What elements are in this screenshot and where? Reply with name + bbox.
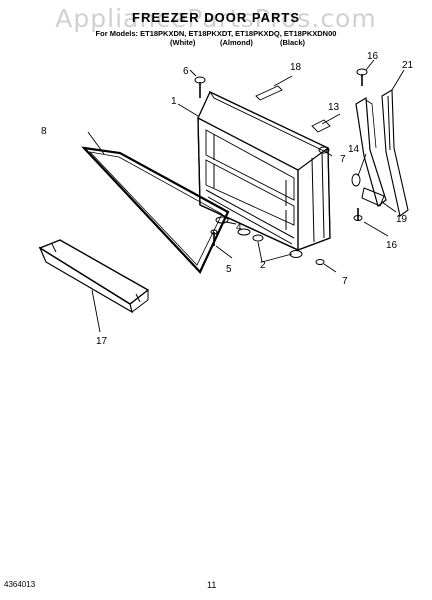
callout-19: 19 [396, 214, 408, 225]
diagram-title: FREEZER DOOR PARTS [132, 10, 300, 25]
callout-2: 2 [260, 260, 266, 271]
hinge-pin-4-part [215, 216, 251, 236]
plug-7-bottom-part [315, 259, 325, 265]
leader-lines [87, 59, 405, 333]
bushing-13-part [311, 119, 331, 133]
callout-1: 1 [171, 96, 177, 107]
plug-7-top-part [318, 146, 330, 154]
callout-8: 8 [41, 126, 47, 137]
screw-6-part [194, 76, 206, 98]
page-number: 11 [207, 580, 217, 590]
freezer-door-part [197, 90, 331, 252]
washer-14-part [351, 173, 361, 187]
callout-7-top: 7 [340, 154, 346, 165]
callout-5: 5 [226, 264, 232, 275]
color-white: (White) [170, 38, 196, 47]
cap-2-part [252, 234, 303, 258]
callout-4: 4 [236, 222, 242, 233]
screw-5-part [210, 229, 218, 246]
door-gasket-part [81, 146, 230, 274]
color-almond: (Almond) [220, 38, 253, 47]
callout-6: 6 [183, 66, 189, 77]
callout-13: 13 [328, 102, 340, 113]
callout-7-bottom: 7 [342, 276, 348, 287]
models-line: For Models: ET18PKXDN, ET18PKXDT, ET18PK… [95, 29, 337, 38]
watermark: AppliancePartsPros.com [55, 4, 377, 33]
callout-17: 17 [96, 336, 108, 347]
callout-14: 14 [348, 144, 360, 155]
color-black: (Black) [280, 38, 306, 47]
hinge-part [355, 96, 387, 208]
screw-16-top-part [356, 68, 368, 86]
callout-16-bottom: 16 [386, 240, 398, 251]
magnet-strip-part [255, 85, 283, 101]
door-shelf-bin-part [38, 239, 150, 314]
hinge-trim-part [381, 89, 409, 217]
screw-16-bottom-part [353, 208, 363, 221]
callout-18: 18 [290, 62, 302, 73]
document-number: 4364013 [4, 580, 36, 589]
callout-21: 21 [402, 60, 414, 71]
callout-16-top: 16 [367, 51, 379, 62]
